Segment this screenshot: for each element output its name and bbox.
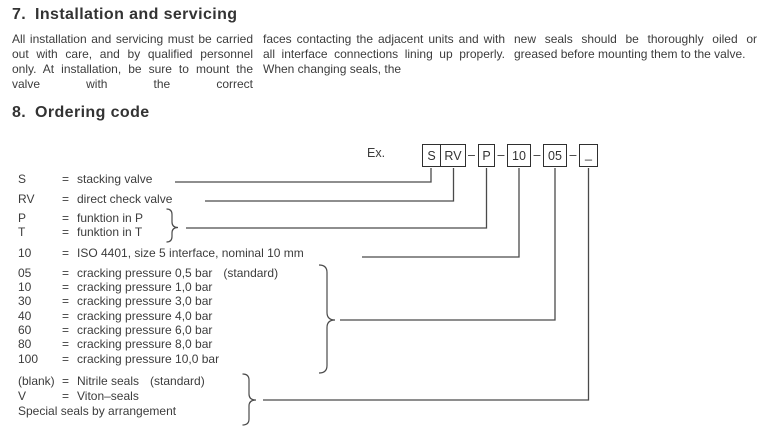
code-separator: –: [497, 148, 505, 162]
row-code: 80: [18, 337, 32, 351]
row-description: Special seals by arrangement: [18, 404, 177, 418]
code-box-10: 10: [507, 144, 531, 167]
row-equals: =: [62, 337, 70, 351]
row-equals: =: [62, 389, 70, 403]
row-equals: =: [62, 172, 70, 186]
code-segment-05: 05: [548, 148, 562, 163]
ordering-row-special-seals: Special seals by arrangement: [18, 404, 176, 418]
row-description: cracking pressure 8,0 bar: [77, 337, 213, 351]
section8-number: 8.: [12, 104, 27, 121]
row-equals: =: [62, 309, 70, 323]
row-code: V: [18, 389, 27, 403]
row-code: (blank): [18, 374, 55, 388]
brace-pt: [166, 208, 179, 243]
code-box-s-rv: S RV: [422, 144, 466, 167]
row-equals: =: [62, 323, 70, 337]
row-description: stacking valve: [77, 172, 153, 186]
section8-title: Ordering code: [35, 104, 150, 121]
row-equals: =: [62, 266, 70, 280]
section7-title: Installation and servicing: [35, 6, 238, 23]
code-separator: –: [468, 148, 475, 162]
ordering-row-t: T = funktion in T: [18, 225, 142, 239]
section7-number: 7.: [12, 6, 27, 23]
row-equals: =: [62, 374, 70, 388]
code-box-blank: _: [579, 144, 598, 167]
code-box-05: 05: [543, 144, 567, 167]
section7-column-3: new seals should be thoroughly oiled or …: [514, 32, 757, 61]
row-description: funktion in P: [77, 211, 144, 225]
row-code: 60: [18, 323, 32, 337]
code-segment-10: 10: [512, 148, 526, 163]
row-equals: =: [62, 211, 70, 225]
row-equals: =: [62, 192, 70, 206]
row-description: cracking pressure 10,0 bar: [77, 352, 220, 366]
row-description: cracking pressure 6,0 bar: [77, 323, 213, 337]
code-box-p: P: [478, 144, 495, 167]
row-description: ISO 4401, size 5 interface, nominal 10 m…: [77, 246, 304, 260]
row-description: direct check valve: [77, 192, 173, 206]
code-separator: –: [533, 148, 541, 162]
ordering-row-cp30: 30 = cracking pressure 3,0 bar: [18, 294, 212, 308]
section7-column-2: faces contacting the adjacent units and …: [263, 32, 505, 76]
row-description: Nitrile seals: [77, 374, 140, 388]
code-separator: –: [569, 148, 577, 162]
row-note: (standard): [150, 374, 205, 388]
ordering-row-cp60: 60 = cracking pressure 6,0 bar: [18, 323, 212, 337]
row-code: 10: [18, 280, 32, 294]
example-label: Ex.: [367, 146, 386, 160]
brace-cracking-pressure: [318, 264, 336, 374]
code-segment-blank: _: [585, 146, 592, 161]
row-description: Viton–seals: [77, 389, 139, 403]
row-code: 05: [18, 266, 32, 280]
ordering-row-viton: V = Viton–seals: [18, 389, 139, 403]
ordering-row-nitrile: (blank) = Nitrile seals (standard): [18, 374, 205, 388]
ordering-row-size: 10 = ISO 4401, size 5 interface, nominal 1…: [18, 246, 304, 260]
ordering-row-p: P = funktion in P: [18, 211, 143, 225]
row-code: S: [18, 172, 27, 186]
ordering-row-s: S = stacking valve: [18, 172, 152, 186]
row-description: cracking pressure 1,0 bar: [77, 280, 213, 294]
code-segment-p: P: [482, 148, 491, 163]
code-segment-rv: RV: [440, 145, 465, 166]
row-equals: =: [62, 294, 70, 308]
row-equals: =: [62, 246, 70, 260]
ordering-row-cp80: 80 = cracking pressure 8,0 bar: [18, 337, 212, 351]
ordering-row-cp10: 10 = cracking pressure 1,0 bar: [18, 280, 212, 294]
section7-column-1: All installation and servicing must be c…: [12, 32, 253, 91]
row-code: 30: [18, 294, 32, 308]
section8-heading: 8. Ordering code: [12, 104, 150, 122]
row-note: (standard): [223, 266, 279, 280]
row-equals: =: [62, 280, 70, 294]
ordering-row-cp05: 05 = cracking pressure 0,5 bar (standard): [18, 266, 278, 280]
row-code: 10: [18, 246, 32, 260]
row-description: cracking pressure 0,5 bar: [77, 266, 213, 280]
row-equals: =: [62, 352, 70, 366]
row-code: T: [18, 225, 26, 239]
ordering-row-rv: RV = direct check valve: [18, 192, 172, 206]
row-description: cracking pressure 3,0 bar: [77, 294, 213, 308]
row-description: cracking pressure 4,0 bar: [77, 309, 213, 323]
code-segment-s: S: [427, 148, 436, 163]
row-code: 100: [18, 352, 39, 366]
row-description: funktion in T: [77, 225, 143, 239]
row-code: 40: [18, 309, 32, 323]
row-code: P: [18, 211, 27, 225]
row-code: RV: [18, 192, 35, 206]
brace-seals: [242, 373, 257, 426]
row-equals: =: [62, 225, 70, 239]
ordering-row-cp40: 40 = cracking pressure 4,0 bar: [18, 309, 212, 323]
section7-heading: 7. Installation and servicing: [12, 6, 237, 24]
ordering-row-cp100: 100 = cracking pressure 10,0 bar: [18, 352, 219, 366]
